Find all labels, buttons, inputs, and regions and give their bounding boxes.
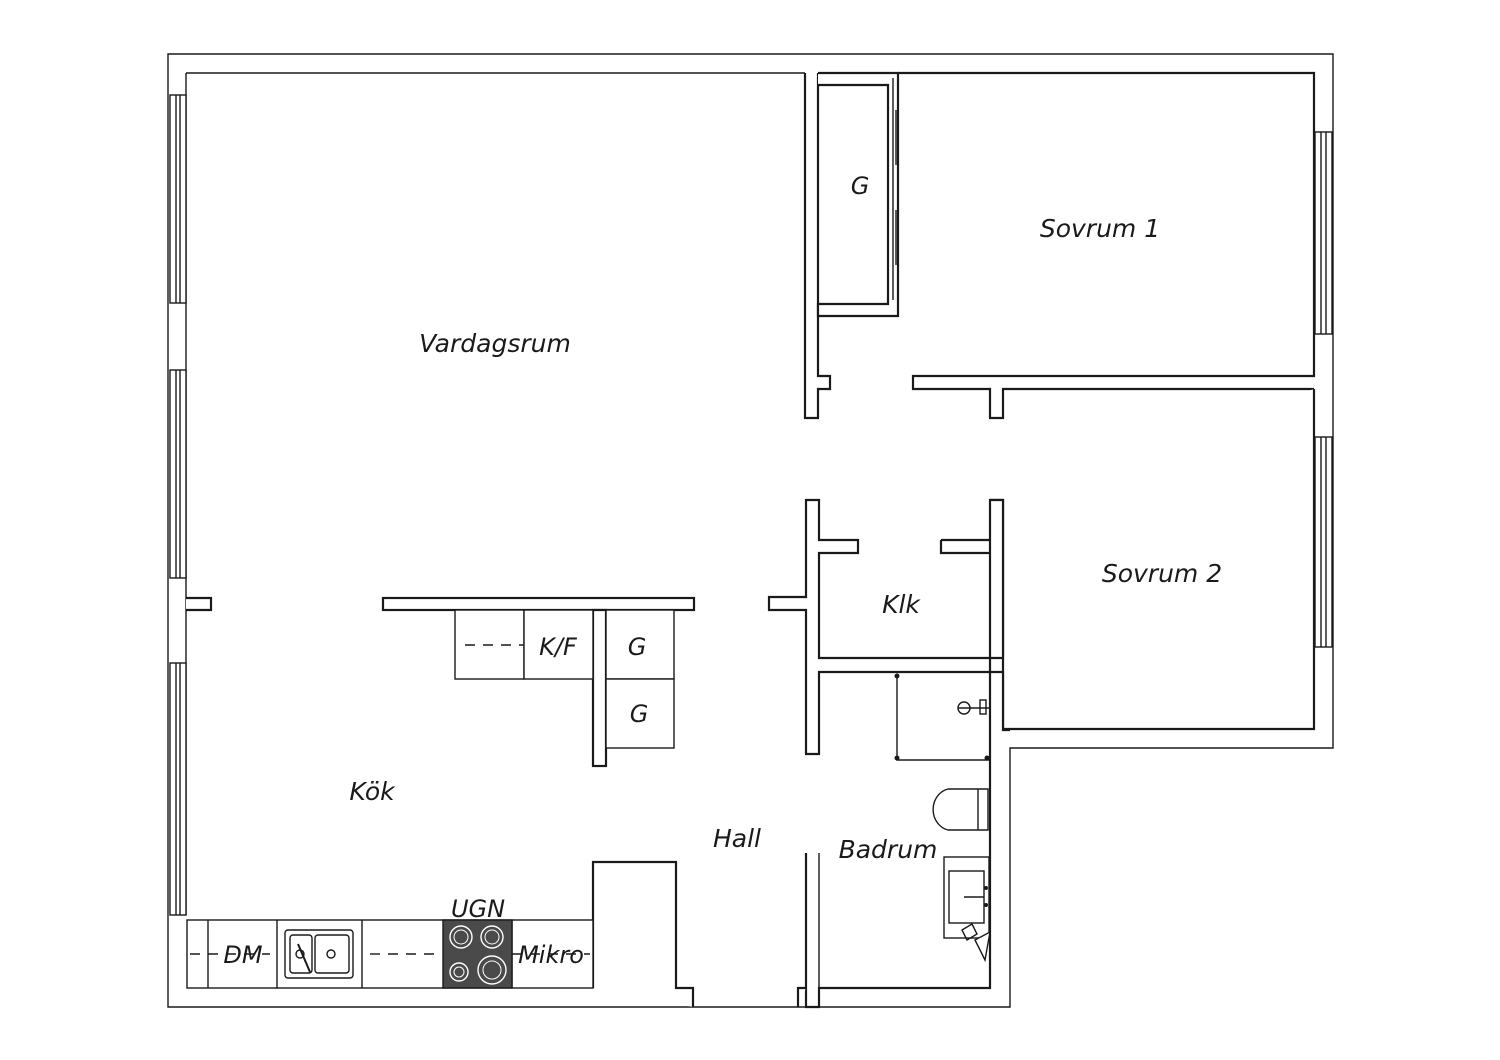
bathroom-sink bbox=[943, 856, 991, 963]
shower bbox=[894, 673, 990, 761]
label-sovrum1: Sovrum 1 bbox=[1040, 214, 1160, 243]
label-garderob-lower: G bbox=[630, 700, 649, 728]
sliding-door-closet-top bbox=[892, 78, 897, 300]
outer-wall bbox=[167, 53, 1334, 1008]
window-left-2 bbox=[169, 369, 187, 579]
wardrobe-upper bbox=[605, 609, 675, 680]
window-right-1 bbox=[1314, 131, 1333, 335]
label-hall: Hall bbox=[713, 824, 761, 853]
wardrobe-lower bbox=[605, 678, 675, 749]
label-sovrum2: Sovrum 2 bbox=[1102, 559, 1222, 588]
wall-klk-right bbox=[939, 498, 1005, 660]
label-garderob-top: G bbox=[851, 172, 870, 200]
label-badrum: Badrum bbox=[839, 835, 938, 864]
kitchen-sink bbox=[284, 929, 354, 979]
toilet bbox=[932, 788, 989, 831]
kitchen-partition bbox=[381, 596, 696, 612]
label-klk: Klk bbox=[882, 590, 921, 619]
fridge-freezer bbox=[454, 609, 594, 680]
wall-sovrum1 bbox=[898, 71, 1316, 420]
window-left-3 bbox=[169, 662, 187, 916]
label-kok: Kök bbox=[349, 777, 396, 806]
wall-stub-left bbox=[186, 596, 213, 612]
label-mikro: Mikro bbox=[518, 941, 584, 969]
window-left-1 bbox=[169, 94, 187, 304]
window-right-2 bbox=[1314, 436, 1333, 648]
label-ugn: UGN bbox=[451, 895, 505, 923]
kitchen-partition-wall bbox=[591, 608, 608, 768]
inner-wall-outline bbox=[185, 72, 805, 915]
label-kyl-frys: K/F bbox=[539, 633, 578, 661]
stove bbox=[442, 919, 513, 989]
wall-vardagsrum-east bbox=[803, 73, 832, 420]
label-vardagsrum: Vardagsrum bbox=[419, 329, 571, 358]
wall-klk bbox=[767, 498, 992, 756]
wall-entrance bbox=[591, 860, 806, 1007]
closet-top-outline bbox=[816, 71, 900, 318]
kitchen-counter bbox=[186, 919, 594, 989]
label-diskmaskin: DM bbox=[223, 941, 262, 969]
label-garderob-upper: G bbox=[628, 633, 647, 661]
